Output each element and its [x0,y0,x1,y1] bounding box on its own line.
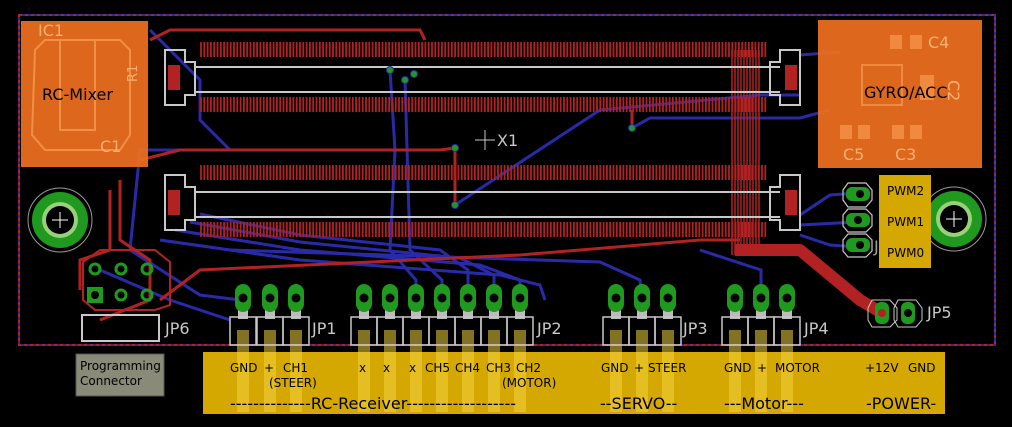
pin-header [229,284,310,412]
pin-label-ch5: CH5 [425,361,450,375]
connector-labels: GND + CH1 (STEER) x x x CH5 CH4 CH3 CH2 … [230,361,936,413]
pwm-label-box [879,175,931,268]
x1-marker: X1 [475,130,518,150]
pin-label-ch4: CH4 [455,361,480,375]
pin-label-ch1: CH1 [283,361,308,375]
section-servo: --SERVO-- [600,394,677,413]
jp5-label: JP5 [926,303,952,322]
jp5-header: JP5 [867,299,952,328]
rc-mixer-label: RC-Mixer [42,85,113,104]
gyro-acc-module: C4 C2 C5 C3 GYRO/ACC [818,20,982,168]
jp6-label: JP6 [164,319,190,338]
jp2-label: JP2 [536,319,562,338]
c5-label: C5 [843,145,864,164]
power-12v: +12V [865,361,899,375]
vias [386,66,636,209]
edge-connector-bottom [164,174,801,231]
jp1-label: JP1 [311,319,337,338]
pin-label-x2: x [383,361,390,375]
pin-label-gnd: GND [230,361,258,375]
pwm0-label: PWM0 [887,246,924,260]
c2-label: C2 [944,80,963,101]
pin-header [602,284,682,412]
pin-label-plus: + [264,361,274,375]
edge-connector-pads [200,42,767,237]
pin-label-ch3: CH3 [486,361,511,375]
pin-label-x1: x [359,361,366,375]
ic1-label: IC1 [38,21,64,40]
programming-note-line1: Programming [80,359,161,373]
pin-label-x3: x [409,361,416,375]
programming-connector-note: Programming Connector [75,353,165,397]
servo-plus: + [634,361,644,375]
c3-label: C3 [895,145,916,164]
r1-label: R1 [126,65,141,82]
section-power: -POWER- [866,394,936,413]
rc-mixer-module: IC1 C1 R1 RC-Mixer [21,21,148,167]
jp3-label: JP3 [682,319,708,338]
pwm1-label: PWM1 [887,215,924,229]
pin-label-ch2: CH2 [516,361,541,375]
pin-header [350,284,534,412]
jp7-header: JP7 PWM2 PWM1 PWM0 [842,175,931,268]
servo-gnd: GND [601,361,629,375]
header-labels: JP1 JP2 JP3 JP4 [311,319,829,338]
connector-label-strip [203,352,945,414]
motor-plus: + [757,361,767,375]
mounting-hole-left [27,187,93,253]
jp4-label: JP4 [803,319,829,338]
programming-note-line2: Connector [80,374,142,388]
c1-label: C1 [100,137,121,156]
section-rc-receiver: --------------RC-Receiver---------------… [230,394,516,413]
pwm2-label: PWM2 [887,184,924,198]
pin-note-steer: (STEER) [269,376,317,390]
c4-label: C4 [928,33,949,52]
motor-gnd: GND [724,361,752,375]
mounting-hole-right [921,186,987,252]
power-gnd: GND [908,361,936,375]
jp6-header: JP6 [81,249,190,342]
edge-connector-top [164,49,801,106]
section-motor: ---Motor--- [724,394,804,413]
gyro-acc-label: GYRO/ACC [864,83,947,102]
pin-note-motor: (MOTOR) [502,376,556,390]
servo-steer: STEER [648,361,686,375]
pin-header [721,284,801,412]
motor-motor: MOTOR [775,361,820,375]
x1-label: X1 [497,131,518,150]
